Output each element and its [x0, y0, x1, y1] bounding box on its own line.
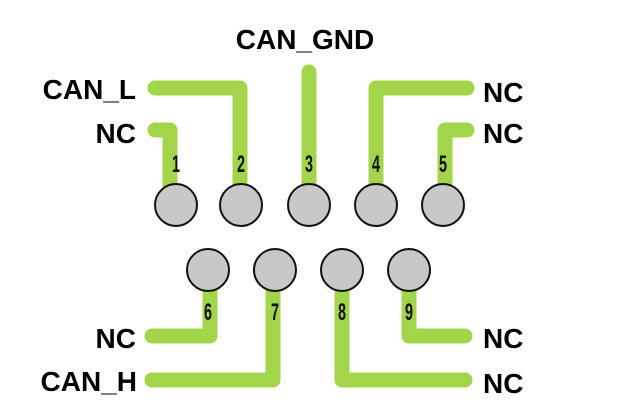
pin-8-contact: [320, 248, 364, 292]
pin-2-contact: [219, 183, 263, 227]
pin-1-contact: [154, 183, 198, 227]
pin-5-contact: [421, 183, 465, 227]
pin-number-3: 3: [305, 151, 313, 178]
pin-number-7: 7: [271, 299, 279, 326]
pin-number-6: 6: [204, 299, 212, 326]
trace-pin-2: [147, 80, 248, 213]
signal-label-pin-8: NC: [483, 368, 523, 399]
signal-label-pin-3: CAN_GND: [236, 24, 374, 55]
pin-3-contact: [287, 183, 331, 227]
pin-4-contact: [354, 183, 398, 227]
trace-pin-7: [144, 262, 281, 388]
signal-label-pin-9: NC: [483, 323, 523, 354]
signal-label-pin-6: NC: [96, 323, 136, 354]
signal-label-pin-5: NC: [483, 118, 523, 149]
pin-number-1: 1: [172, 151, 180, 178]
pin-number-4: 4: [372, 151, 380, 178]
signal-label-pin-1: NC: [96, 118, 136, 149]
pin-number-8: 8: [338, 299, 346, 326]
pin-9-contact: [387, 248, 431, 292]
signal-label-pin-4: NC: [483, 77, 523, 108]
pin-number-9: 9: [405, 299, 413, 326]
pin-number-5: 5: [439, 151, 447, 178]
pin-6-contact: [186, 248, 230, 292]
pin-7-contact: [253, 248, 297, 292]
pin-number-2: 2: [237, 151, 245, 178]
trace-pin-6: [144, 262, 218, 344]
signal-label-pin-2: CAN_L: [43, 74, 136, 105]
trace-pin-4: [368, 80, 475, 213]
trace-pin-1: [147, 122, 178, 213]
trace-pin-5: [437, 122, 475, 213]
signal-label-pin-7: CAN_H: [41, 366, 137, 397]
trace-pin-8: [334, 262, 473, 388]
